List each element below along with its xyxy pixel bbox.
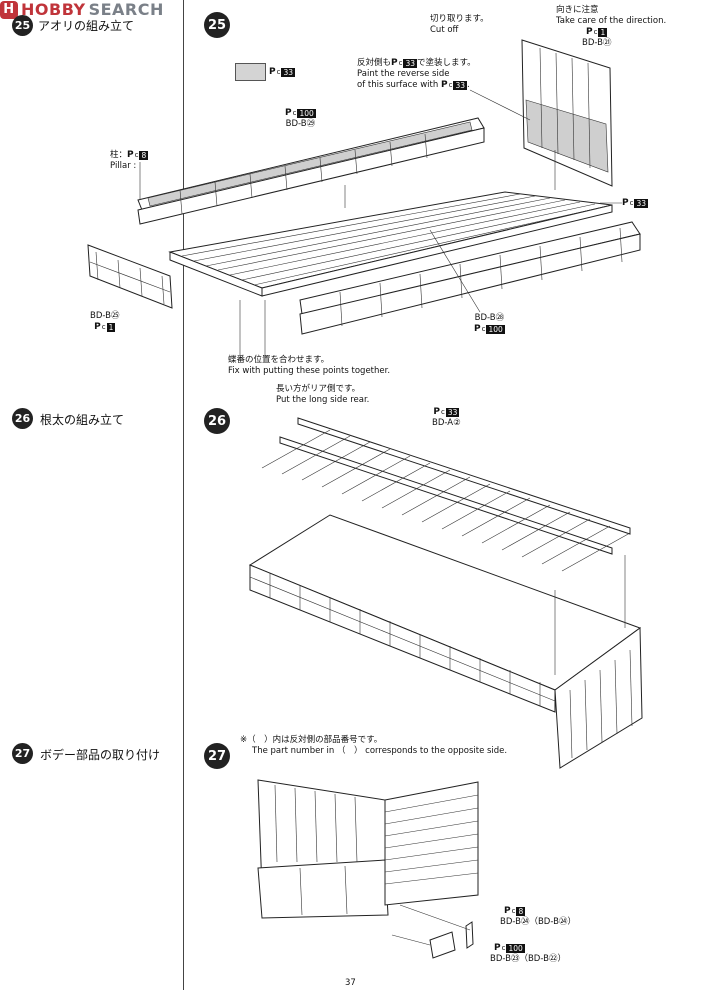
left-gate-part: BD-B㉕ [90, 311, 120, 321]
step-26-label: 根太の組み立て [40, 413, 125, 427]
watermark-brand: HOBBY [21, 0, 86, 19]
step-25-heading-marker: 25 [204, 12, 230, 38]
reverse-en2: of this surface with [357, 80, 439, 90]
top-rail-pc: 100 [297, 109, 316, 118]
gray-swatch [235, 63, 266, 81]
reverse-jp2: で塗装します。 [417, 58, 476, 68]
hinge-parts [429, 921, 474, 959]
watermark-search: SEARCH [88, 0, 164, 19]
right-gate-pc: 33 [634, 199, 649, 208]
floor-deck [168, 191, 613, 297]
long-side-note: 長い方がリア側です。 Put the long side rear. [276, 384, 369, 406]
top-side-gate [137, 117, 485, 225]
rear-gate-closeup [257, 779, 389, 919]
truck-body-box [248, 514, 643, 769]
direction-jp: 向きに注意 [556, 5, 599, 15]
bottom-rail-pc: 100 [486, 325, 505, 334]
pillar-jp: 柱： [110, 150, 128, 160]
step-25-label: アオリの組み立て [38, 19, 135, 33]
joist-ladder [261, 417, 631, 572]
step-27-pc2: 100 [506, 944, 525, 953]
hobby-search-icon: H [0, 0, 18, 19]
hinge-en: Fix with putting these points together. [228, 366, 391, 376]
top-rail-part: BD-B㉙ [285, 119, 316, 129]
joist-pc: 33 [445, 408, 460, 417]
step-26-marker: 26 [12, 408, 33, 429]
column-divider [183, 0, 184, 990]
step-27-part1: BD-B㉔（BD-B㉔） [500, 917, 576, 927]
cut-off-note: 切り取ります。 Cut off [430, 14, 489, 36]
step-26-heading-marker: 26 [204, 408, 230, 434]
step-27-heading-marker: 27 [204, 743, 230, 769]
bottom-rail-part: BD-B㉘ [474, 313, 505, 323]
step-25-marker: 25 [12, 15, 33, 36]
long-side-en: Put the long side rear. [276, 395, 370, 405]
reverse-en-code: 33 [453, 81, 467, 90]
bottom-side-gate [299, 221, 641, 335]
hinge-note: 蝶番の位置を合わせます。 Fix with putting these poin… [228, 355, 390, 377]
step-27-marker: 27 [12, 743, 33, 764]
joist-part: BD-A② [432, 418, 461, 428]
part-number-note: ※（ ）内は反対側の部品番号です。 The part number in （ ）… [240, 735, 507, 757]
left-gate-pc: 1 [106, 323, 116, 332]
cut-off-jp: 切り取ります。 [430, 14, 489, 24]
hinge-jp: 蝶番の位置を合わせます。 [228, 355, 330, 365]
direction-en: Take care of the direction. [556, 16, 667, 26]
reverse-jp: 反対側も [357, 58, 392, 68]
part-number-note-en: The part number in （ ） corresponds to th… [252, 746, 508, 756]
cut-off-en: Cut off [430, 25, 459, 35]
step-27-part2: BD-B㉓（BD-B㉒） [490, 954, 566, 964]
direction-pc: 1 [598, 28, 608, 37]
long-side-jp: 長い方がリア側です。 [276, 384, 361, 394]
step-27-pc1: 8 [516, 907, 526, 916]
reverse-en1: Paint the reverse side [357, 69, 450, 79]
reverse-code: 33 [403, 59, 418, 68]
pillar-pc: 8 [139, 151, 149, 160]
step-27-label: ボデー部品の取り付け [40, 748, 161, 762]
swatch-code: 33 [281, 67, 296, 77]
pillar-en: Pillar : [110, 161, 137, 171]
part-number-note-jp: ※（ ）内は反対側の部品番号です。 [240, 735, 383, 745]
page-number: 37 [345, 978, 356, 988]
watermark-logo: H HOBBY SEARCH [0, 0, 164, 19]
left-end-gate [87, 244, 173, 309]
direction-part: BD-B㉑ [582, 38, 612, 48]
side-deck-closeup [384, 781, 479, 906]
right-end-gate [521, 39, 613, 187]
